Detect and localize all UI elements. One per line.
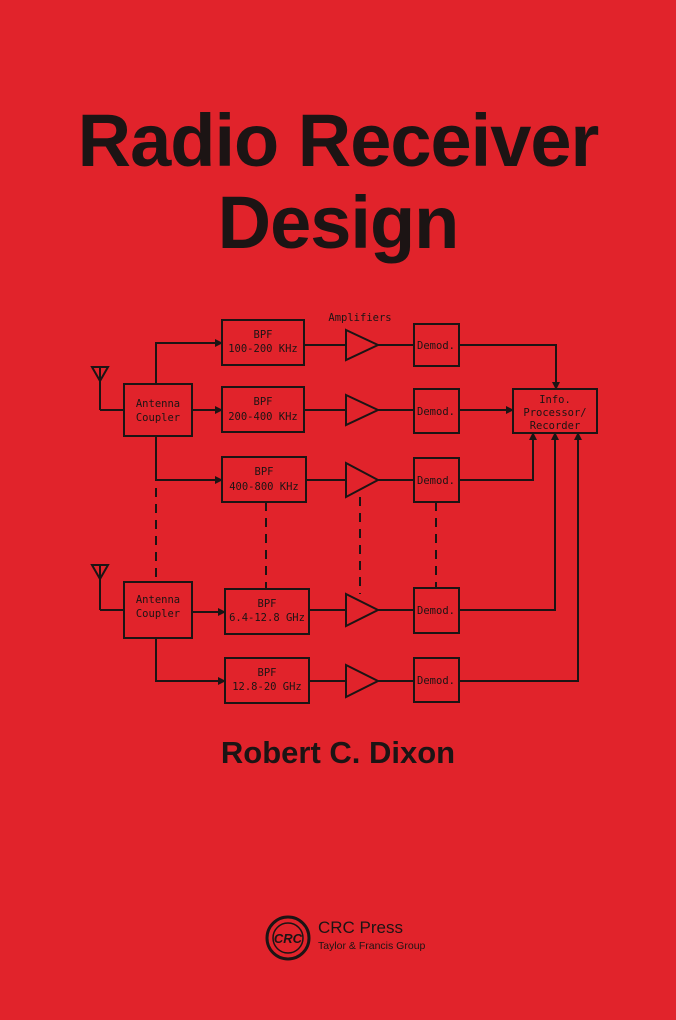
bpf-box (221, 319, 305, 366)
author-name: Robert C. Dixon (220, 735, 456, 770)
bpf-box (221, 456, 307, 503)
publisher-name: CRC Press (318, 918, 404, 937)
crc-logo-icon: CRC (265, 915, 311, 961)
bpf-label: BPF (258, 667, 277, 679)
antenna-icon (90, 564, 124, 611)
bpf-range: 6.4-12.8 GHz (229, 612, 305, 624)
crc-logo-text: CRC (274, 931, 303, 946)
demod-label: Demod. (417, 340, 455, 352)
antenna-coupler-label: Coupler (136, 608, 180, 620)
antenna-coupler-box (123, 383, 193, 437)
processor-label: Info. (539, 394, 571, 406)
processor-label: Recorder (530, 420, 581, 432)
bpf-box (221, 386, 305, 433)
amplifier-triangle-icon (345, 328, 381, 362)
demod-label: Demod. (417, 675, 455, 687)
bpf-label: BPF (254, 396, 273, 408)
amplifier-triangle-icon (345, 663, 381, 699)
bpf-label: BPF (258, 598, 277, 610)
book-title: Radio Receiver Design (0, 100, 676, 264)
antenna-coupler-box (123, 581, 193, 639)
amplifiers-label: Amplifiers (328, 312, 391, 324)
bpf-label: BPF (255, 466, 274, 478)
amplifier-triangle-icon (345, 393, 381, 427)
demod-label: Demod. (417, 605, 455, 617)
title-line-1: Radio Receiver (77, 99, 600, 182)
title-line-2: Design (217, 181, 460, 264)
demod-label: Demod. (417, 406, 455, 418)
processor-label: Processor/ (523, 407, 586, 419)
amplifier-triangle-icon (345, 461, 381, 499)
demod-label: Demod. (417, 475, 455, 487)
antenna-coupler-label: Antenna (136, 398, 180, 410)
bpf-range: 12.8-20 GHz (232, 681, 302, 693)
bpf-range: 200-400 KHz (228, 411, 298, 423)
bpf-label: BPF (254, 329, 273, 341)
publisher-block: CRC CRC Press Taylor & Francis Group (264, 914, 464, 964)
publisher-group: Taylor & Francis Group (318, 940, 426, 952)
antenna-coupler-label: Antenna (136, 594, 180, 606)
antenna-icon (90, 366, 124, 411)
bpf-range: 400-800 KHz (229, 481, 299, 493)
bpf-range: 100-200 KHz (228, 343, 298, 355)
amplifier-triangle-icon (345, 592, 381, 628)
antenna-coupler-label: Coupler (136, 412, 180, 424)
